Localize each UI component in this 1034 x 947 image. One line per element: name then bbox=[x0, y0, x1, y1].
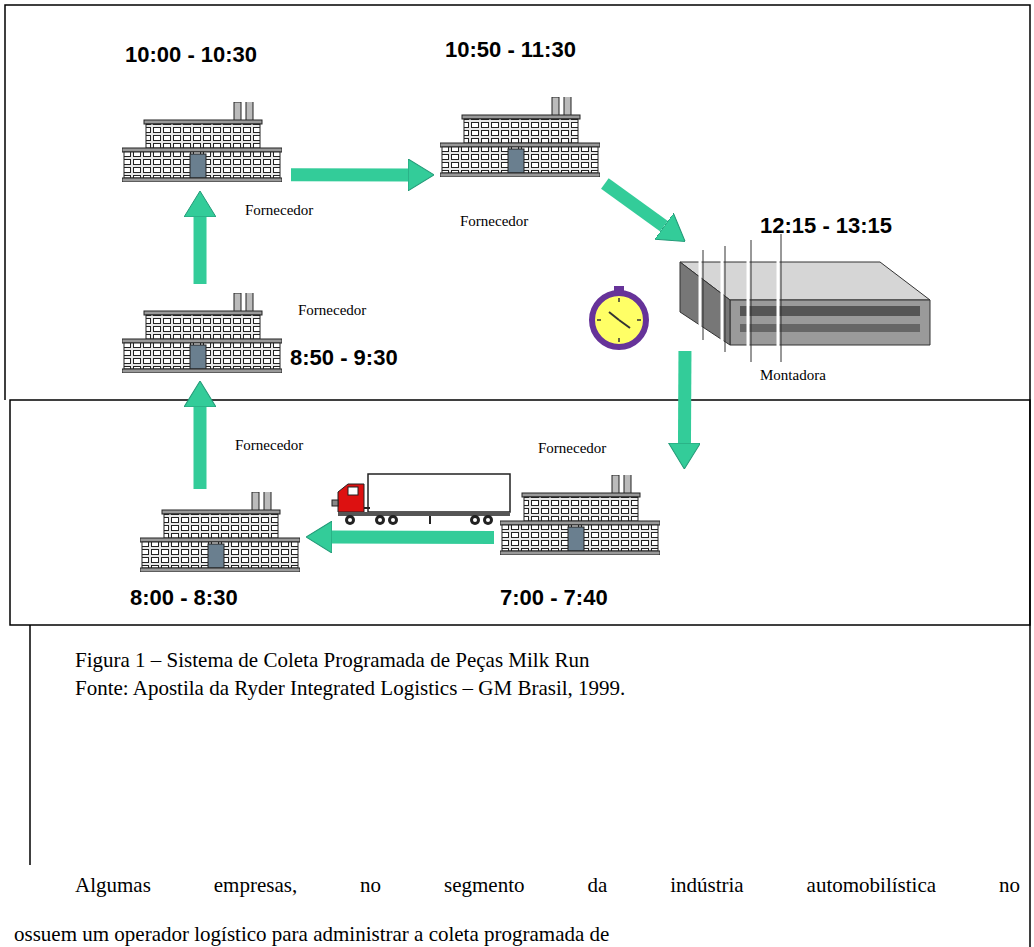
flow-arrow bbox=[194, 217, 207, 284]
node-label: Fornecedor bbox=[460, 213, 528, 230]
factory-icon bbox=[122, 289, 282, 373]
figure-caption: Figura 1 – Sistema de Coleta Programada … bbox=[75, 648, 589, 673]
time-window: 10:00 - 10:30 bbox=[125, 42, 257, 68]
body-text: Algumas empresas, no segmento da indústr… bbox=[75, 873, 1020, 898]
node-label: Fornecedor bbox=[245, 202, 313, 219]
factory-icon bbox=[122, 98, 282, 182]
supplier-factory: 10:50 - 11:30Fornecedor bbox=[440, 95, 600, 180]
factory-icon bbox=[140, 488, 300, 572]
assembly-plant-icon bbox=[680, 234, 930, 362]
supplier-factory: Fornecedor8:00 - 8:30 bbox=[140, 495, 300, 570]
supplier-factory: 10:00 - 10:30Fornecedor bbox=[120, 100, 285, 185]
time-window: 8:00 - 8:30 bbox=[130, 585, 238, 611]
frame bbox=[5, 5, 1030, 947]
node-label: Fornecedor bbox=[298, 302, 366, 319]
factory-icon bbox=[500, 471, 660, 555]
flow-arrow bbox=[194, 407, 207, 489]
flow-arrow bbox=[678, 351, 691, 443]
flow-arrow bbox=[605, 184, 664, 227]
node-label: Fornecedor bbox=[235, 437, 303, 454]
time-window: 8:50 - 9:30 bbox=[290, 345, 398, 371]
clock-icon bbox=[592, 286, 646, 347]
source-note: Fonte: Apostila da Ryder Integrated Logi… bbox=[75, 676, 625, 701]
flow-arrow bbox=[332, 531, 494, 544]
frame bbox=[10, 400, 1030, 625]
supplier-factory: Fornecedor7:00 - 7:40 bbox=[500, 475, 690, 555]
assembly-plant: 12:15 - 13:15Montadora bbox=[675, 245, 925, 345]
time-window: 10:50 - 11:30 bbox=[445, 37, 576, 63]
body-text: ossuem um operador logístico para admini… bbox=[14, 922, 609, 947]
flow-arrow bbox=[291, 168, 408, 181]
time-window: 12:15 - 13:15 bbox=[760, 213, 892, 239]
frame bbox=[29, 625, 31, 865]
node-label: Montadora bbox=[760, 367, 826, 384]
truck-icon bbox=[332, 474, 510, 525]
node-label: Fornecedor bbox=[538, 440, 606, 457]
factory-icon bbox=[440, 93, 600, 177]
supplier-factory: Fornecedor8:50 - 9:30 bbox=[120, 290, 285, 375]
time-window: 7:00 - 7:40 bbox=[500, 585, 608, 611]
